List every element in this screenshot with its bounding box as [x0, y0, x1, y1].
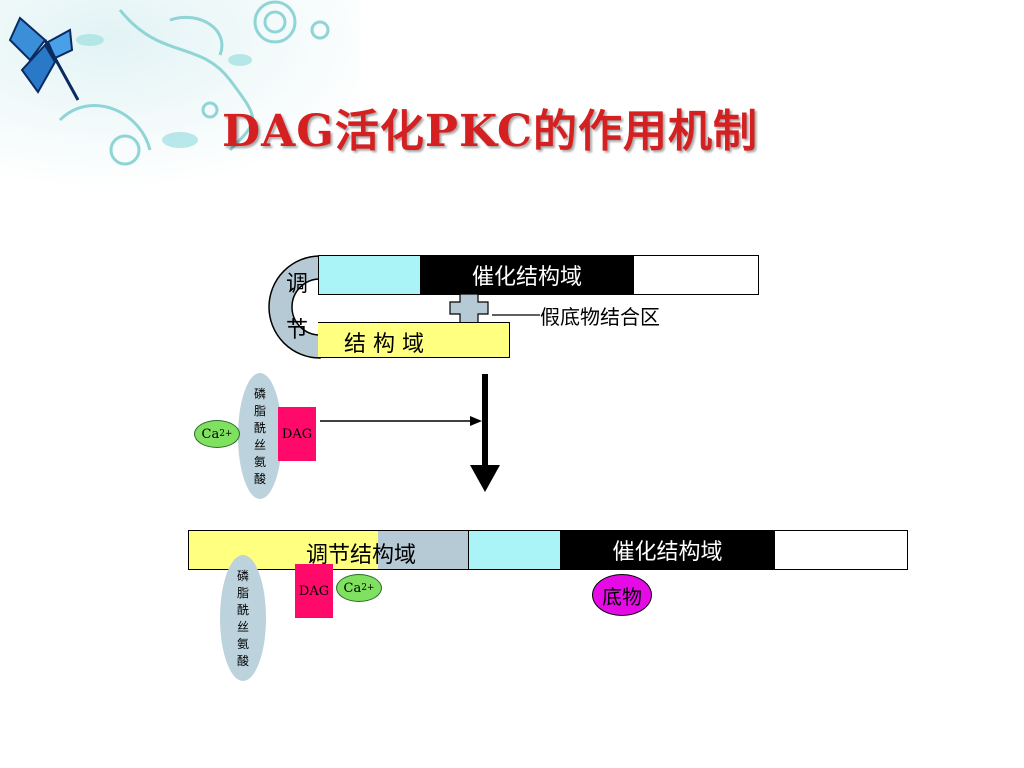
substrate-label: 底物 — [602, 584, 642, 609]
ps-char: 氨 — [253, 455, 266, 469]
ps-char: 脂 — [236, 586, 249, 600]
top-calcium-label: Ca — [201, 426, 220, 442]
pseudosubstrate-leader-line — [492, 314, 540, 316]
ps-char: 磷 — [253, 387, 266, 401]
page-title: DAG活化PKC的作用机制 — [222, 106, 759, 157]
bottom-catalytic-domain-label: 催化结构域 — [612, 540, 723, 565]
regulatory-bend-char-1: 调 — [286, 272, 309, 297]
down-arrow-head — [470, 465, 500, 492]
bottom-calcium-label: Ca — [343, 580, 362, 596]
ps-char: 酸 — [236, 654, 249, 668]
bottom-phosphatidylserine: 磷 脂 酰 丝 氨 酸 — [220, 555, 266, 681]
top-bar-cyan — [318, 255, 420, 295]
corner-decoration — [0, 0, 360, 190]
bottom-bar-cyan — [468, 530, 560, 570]
pseudosubstrate-label: 假底物结合区 — [540, 305, 660, 329]
top-dag: DAG — [278, 407, 316, 461]
top-catalytic-domain: 催化结构域 — [420, 255, 634, 295]
translocation-arrows — [320, 374, 500, 492]
ps-char: 磷 — [236, 569, 249, 583]
bottom-bar-yellow — [188, 530, 378, 570]
top-structure-domain-label: 结 构 域 — [344, 332, 424, 357]
bottom-dag: DAG — [295, 564, 333, 618]
top-calcium-charge: 2+ — [219, 429, 233, 439]
regulatory-bend-char-2: 节 — [286, 318, 309, 343]
bottom-dag-label: DAG — [298, 583, 330, 599]
regulatory-hinge — [268, 255, 321, 359]
horizontal-arrow-head — [470, 416, 482, 426]
bottom-bar-white — [775, 530, 908, 570]
ps-char: 脂 — [253, 404, 266, 418]
ps-char: 酸 — [253, 472, 266, 486]
ps-char: 丝 — [253, 438, 266, 452]
substrate: 底物 — [592, 574, 652, 616]
bottom-bar-hinge — [378, 530, 468, 570]
bottom-calcium-charge: 2+ — [361, 583, 375, 593]
bottom-catalytic-domain: 催化结构域 — [560, 530, 775, 570]
top-catalytic-domain-label: 催化结构域 — [471, 265, 582, 290]
ps-char: 酰 — [253, 421, 266, 435]
ps-char: 氨 — [236, 637, 249, 651]
top-bar-white — [634, 255, 759, 295]
top-structure-domain: 结 构 域 — [318, 322, 510, 358]
pseudosubstrate-plug — [449, 294, 489, 324]
ps-char: 酰 — [236, 603, 249, 617]
top-phosphatidylserine: 磷 脂 酰 丝 氨 酸 — [238, 373, 282, 499]
ps-char: 丝 — [236, 620, 249, 634]
top-dag-label: DAG — [281, 426, 313, 442]
butterfly-icon — [8, 16, 80, 101]
bottom-regulatory-domain-label: 调节结构域 — [306, 543, 417, 568]
